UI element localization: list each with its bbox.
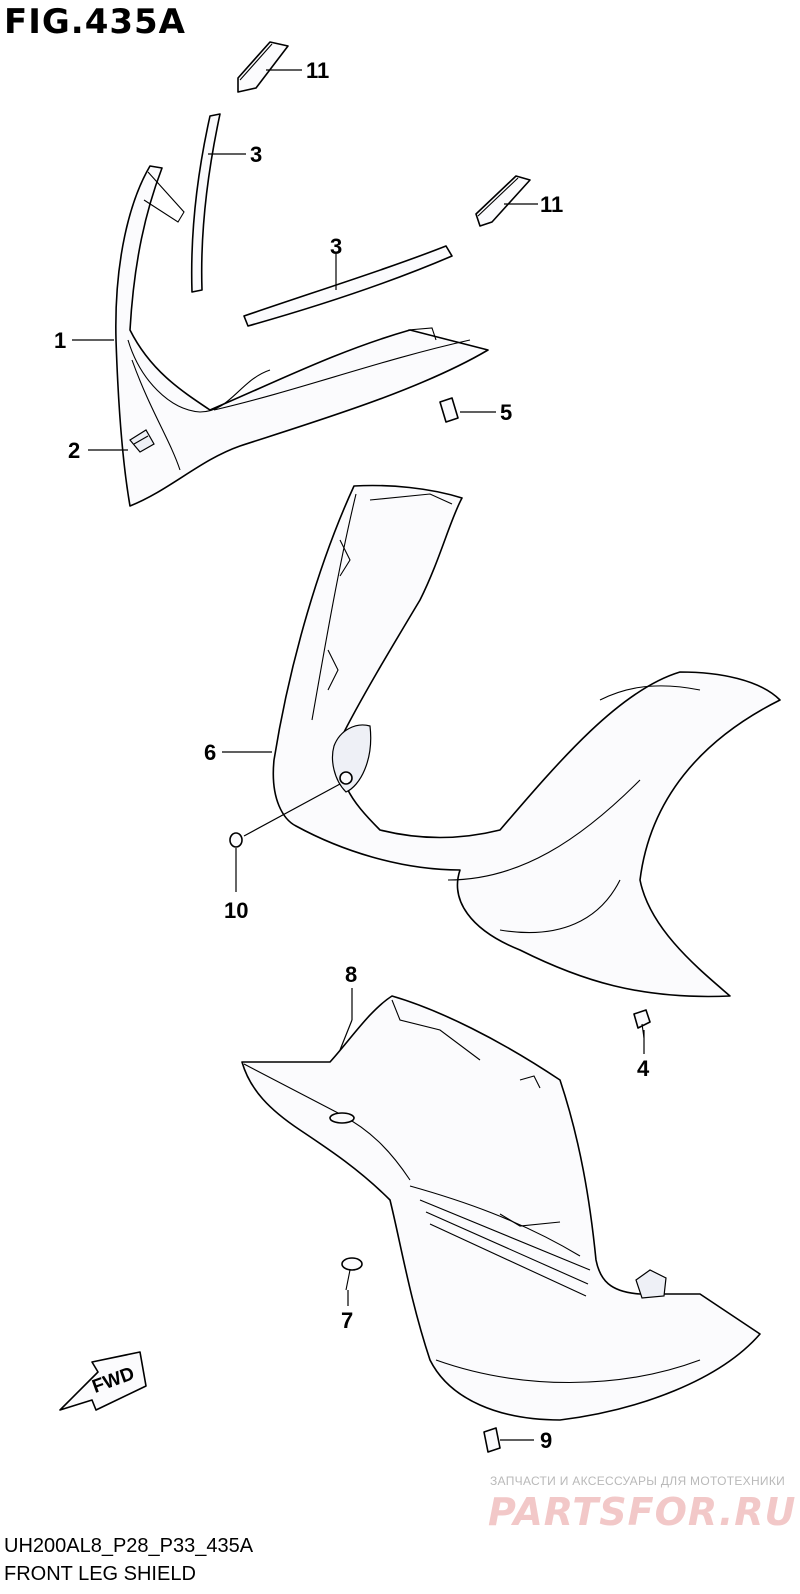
callout-11-right: 11 xyxy=(540,192,564,217)
figure-name: FRONT LEG SHIELD xyxy=(4,1563,196,1585)
callout-9: 9 xyxy=(540,1428,553,1453)
callout-11-top: 11 xyxy=(306,58,330,83)
part-10-grommet xyxy=(229,783,341,892)
callout-7: 7 xyxy=(341,1308,354,1333)
fwd-direction-arrow xyxy=(59,1351,147,1411)
part-4-screw xyxy=(633,1009,651,1054)
part-9-clip xyxy=(483,1427,534,1453)
figure-code: UH200AL8_P28_P33_435A xyxy=(4,1535,254,1557)
part-6-leg-shield xyxy=(222,484,781,998)
callout-4: 4 xyxy=(637,1056,650,1081)
part-11-lower-trim xyxy=(475,175,538,227)
part-2-emblem xyxy=(88,429,155,453)
watermark-caption: ЗАПЧАСТИ И АКСЕССУАРЫ ДЛЯ МОТОТЕХНИКИ xyxy=(490,1474,786,1488)
part-5-nut xyxy=(439,397,496,423)
callout-3-middle: 3 xyxy=(330,234,343,259)
part-3-diagonal-molding xyxy=(243,245,453,327)
callout-5: 5 xyxy=(500,400,513,425)
callout-2: 2 xyxy=(68,438,81,463)
part-8-lower-cover xyxy=(241,988,761,1421)
part-3-vertical-molding xyxy=(190,113,246,293)
callout-1: 1 xyxy=(54,328,67,353)
callout-8: 8 xyxy=(345,962,358,987)
callout-10: 10 xyxy=(224,898,249,923)
part-11-upper-trim xyxy=(237,41,302,93)
callout-3-top: 3 xyxy=(250,142,263,167)
part-1-front-cover xyxy=(72,165,489,507)
part-7-screw xyxy=(341,1257,363,1306)
callout-6: 6 xyxy=(204,740,217,765)
figure-title: FIG.435A xyxy=(4,2,186,42)
watermark-logo: PARTSFOR.RU xyxy=(488,1490,797,1534)
